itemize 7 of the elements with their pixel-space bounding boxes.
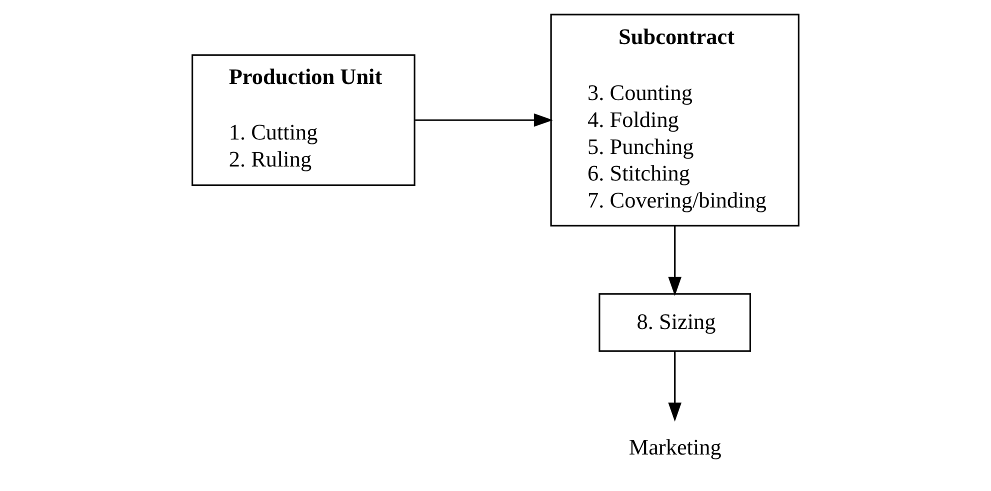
- arrow: [415, 113, 553, 127]
- node-box: Subcontract 3. Counting 4. Folding 5. Punching 6. Stitching 7. Covering/binding: [550, 14, 800, 226]
- arrow: [668, 351, 682, 422]
- node-text: Marketing: [628, 434, 722, 460]
- node-box: 8. Sizing: [598, 293, 752, 352]
- node-box: Production Unit 1. Cutting 2. Ruling: [192, 54, 416, 186]
- arrow: [668, 226, 682, 296]
